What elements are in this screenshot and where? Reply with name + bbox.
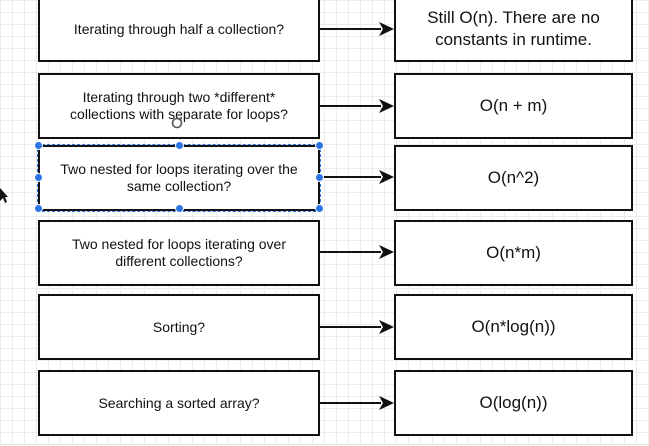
question-box-half-collection[interactable]: Iterating through half a collection? — [38, 0, 320, 62]
answer-text: O(log(n)) — [479, 393, 548, 412]
arrow-row-2[interactable] — [320, 99, 394, 113]
arrow-row-1[interactable] — [320, 22, 394, 36]
arrow-row-4[interactable] — [320, 245, 394, 259]
resize-handle-top-center[interactable] — [175, 141, 184, 150]
resize-handle-bottom-right[interactable] — [315, 204, 324, 213]
question-box-nested-different-collections[interactable]: Two nested for loops iterating over diff… — [38, 220, 320, 286]
question-text: Two nested for loops iterating over diff… — [71, 236, 286, 269]
answer-text: Still O(n). There are no constants in ru… — [427, 8, 600, 49]
question-text: Iterating through half a collection? — [73, 20, 285, 37]
question-box-sorting[interactable]: Sorting? — [38, 294, 320, 360]
answer-box-o-n-squared[interactable]: O(n^2) — [394, 145, 633, 211]
resize-handle-top-right[interactable] — [315, 141, 324, 150]
answer-text: O(n^2) — [487, 168, 540, 187]
arrow-row-5[interactable] — [320, 320, 394, 334]
question-text: Sorting? — [152, 318, 206, 335]
question-box-two-different-collections[interactable]: Iterating through two *different* collec… — [38, 73, 320, 139]
rotate-cursor-icon — [171, 117, 183, 129]
answer-text: O(n + m) — [479, 96, 548, 115]
question-box-nested-same-collection[interactable]: Two nested for loops iterating over the … — [37, 144, 321, 212]
question-text: Iterating through two *different* collec… — [70, 89, 288, 122]
answer-box-o-n-log-n[interactable]: O(n*log(n)) — [394, 294, 633, 360]
answer-box-o-log-n[interactable]: O(log(n)) — [394, 370, 633, 436]
question-text: Searching a sorted array? — [98, 394, 260, 411]
resize-handle-bottom-center[interactable] — [175, 204, 184, 213]
answer-text: O(n*m) — [486, 243, 541, 262]
question-box-searching-sorted-array[interactable]: Searching a sorted array? — [38, 370, 320, 436]
resize-handle-top-left[interactable] — [34, 141, 43, 150]
answer-text: O(n*log(n)) — [471, 317, 556, 336]
resize-handle-middle-right[interactable] — [315, 173, 324, 182]
arrow-row-6[interactable] — [320, 396, 394, 410]
answer-box-still-o-n[interactable]: Still O(n). There are no constants in ru… — [394, 0, 633, 62]
answer-box-o-n-times-m[interactable]: O(n*m) — [394, 220, 633, 286]
answer-box-o-n-plus-m[interactable]: O(n + m) — [394, 73, 633, 139]
mouse-pointer-icon — [0, 188, 8, 203]
question-text: Two nested for loops iterating over the … — [60, 161, 298, 194]
resize-handle-middle-left[interactable] — [34, 173, 43, 182]
arrow-row-3[interactable] — [320, 170, 394, 184]
resize-handle-bottom-left[interactable] — [34, 204, 43, 213]
